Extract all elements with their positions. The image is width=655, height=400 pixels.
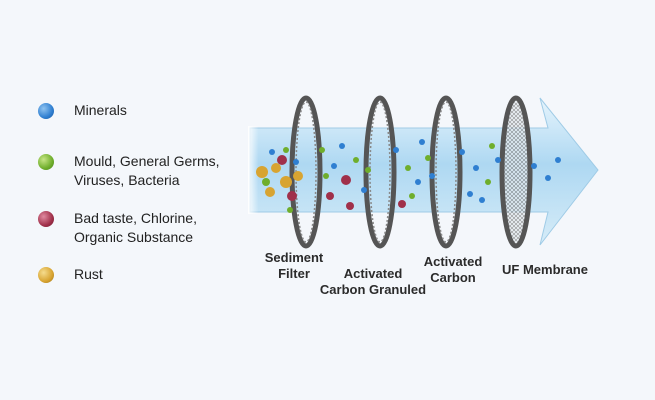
rust-particle [293,171,303,181]
legend-label-germs: Mould, General Germs, Viruses, Bacteria [74,153,220,188]
stage-label-activated-carbon-granuled: Activated Carbon Granuled [319,266,427,297]
germs-particle [353,157,359,163]
minerals-particle [269,149,275,155]
stage-label-sediment-filter: Sediment Filter [264,250,324,281]
uf-membrane-ring [499,95,533,249]
rust-particle [256,166,268,178]
minerals-particle [495,157,501,163]
germs-particle [287,207,293,213]
minerals-particle [293,159,299,165]
particles [256,139,561,213]
germs-particle [319,147,325,153]
activated-carbon-ring [429,95,463,249]
germs-particle [323,173,329,179]
minerals-particle [419,139,425,145]
minerals-particle [393,147,399,153]
chlorine-particle [346,202,354,210]
minerals-particle [545,175,551,181]
minerals-particle [479,197,485,203]
chlorine-particle [326,192,334,200]
germs-particle [365,167,371,173]
legend-label-rust: Rust [74,266,103,282]
minerals-particle [555,157,561,163]
stage-label-activated-carbon: Activated Carbon [423,254,483,285]
chlorine-particle [287,191,297,201]
rust-dot-icon [38,267,54,283]
germs-particle [405,165,411,171]
sediment-filter-ring [289,95,323,249]
rust-particle [271,163,281,173]
minerals-particle [531,163,537,169]
chlorine-dot-icon [38,211,54,227]
chlorine-particle [398,200,406,208]
germs-particle [283,147,289,153]
germs-dot-icon [38,154,54,170]
minerals-particle [415,179,421,185]
minerals-dot-icon [38,103,54,119]
legend-label-chlorine: Bad taste, Chlorine, Organic Substance [74,210,197,245]
minerals-particle [361,187,367,193]
germs-particle [425,155,431,161]
minerals-particle [331,163,337,169]
minerals-particle [339,143,345,149]
chlorine-particle [341,175,351,185]
germs-particle [485,179,491,185]
germs-particle [262,178,270,186]
minerals-particle [467,191,473,197]
rust-particle [265,187,275,197]
chlorine-particle [277,155,287,165]
germs-particle [489,143,495,149]
minerals-particle [429,173,435,179]
stage-label-uf-membrane: UF Membrane [502,262,588,277]
rust-particle [280,176,292,188]
minerals-particle [473,165,479,171]
minerals-particle [459,149,465,155]
germs-particle [409,193,415,199]
legend-label-minerals: Minerals [74,102,127,118]
